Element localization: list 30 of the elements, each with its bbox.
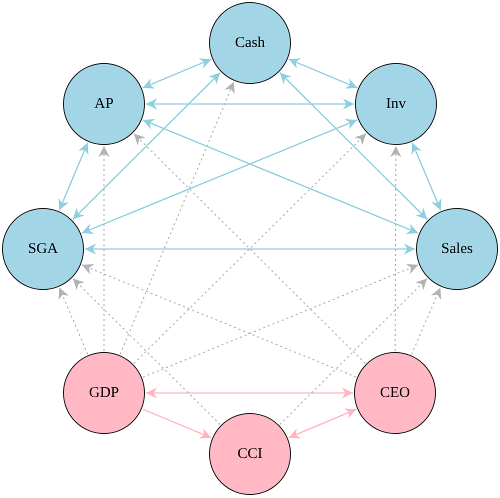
arrow <box>98 146 110 351</box>
node-label: Cash <box>235 34 265 53</box>
node-label: Sales <box>441 240 473 259</box>
arrow <box>288 408 357 439</box>
arrow <box>82 264 356 378</box>
arrow <box>72 72 221 220</box>
arrow <box>58 287 88 355</box>
arrow <box>72 278 221 425</box>
arrow <box>142 119 418 234</box>
arrow <box>411 142 442 211</box>
arrow <box>142 58 212 89</box>
arrow <box>279 72 428 220</box>
arrow <box>411 287 442 355</box>
arrow <box>58 142 89 211</box>
arrow <box>390 146 402 351</box>
node-label: Inv <box>386 94 406 114</box>
node-label: SGA <box>28 240 58 259</box>
arrow <box>288 58 358 89</box>
arrow <box>142 264 418 378</box>
arrow <box>120 82 235 354</box>
arrow <box>279 278 428 425</box>
node-label: GDP <box>88 384 119 403</box>
arrow <box>146 388 353 398</box>
node-label: CEO <box>380 384 410 403</box>
arrow <box>146 98 354 110</box>
arrow <box>142 408 212 439</box>
node-label: AP <box>94 94 114 114</box>
arrow <box>85 244 415 254</box>
node-label: CCI <box>237 444 262 464</box>
arrow <box>82 119 358 234</box>
